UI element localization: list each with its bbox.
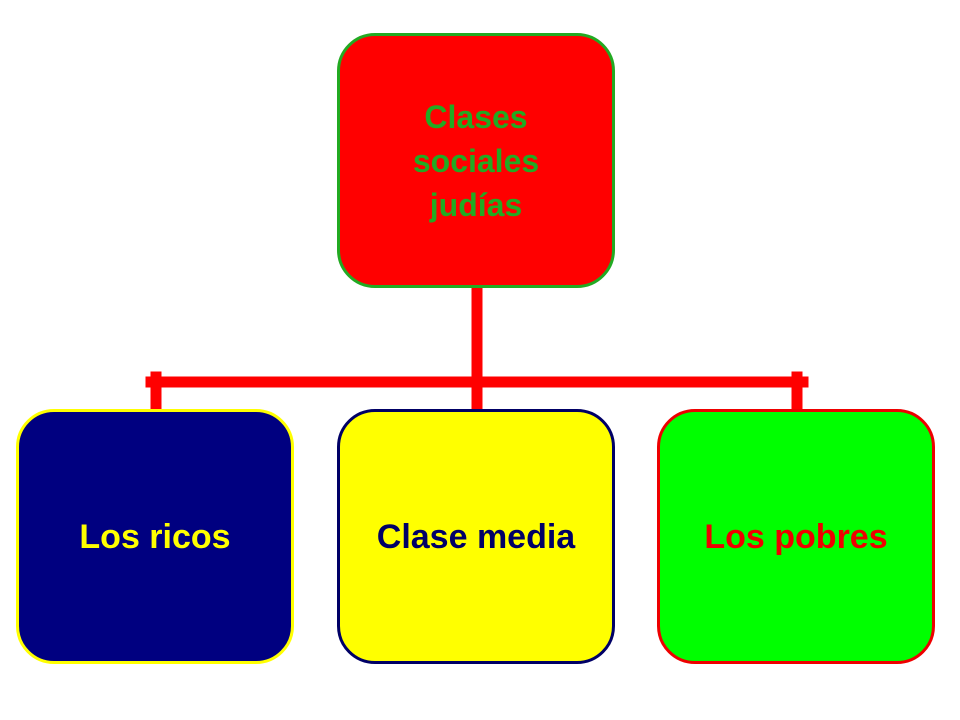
child-node-clase-media: Clase media	[337, 409, 615, 664]
child-node-los-pobres: Los pobres	[657, 409, 935, 664]
child-node-label: Los pobres	[704, 517, 888, 556]
child-node-label: Los ricos	[79, 517, 231, 556]
root-node: Clases sociales judías	[337, 33, 615, 288]
child-node-los-ricos: Los ricos	[16, 409, 294, 664]
root-node-label: Clases sociales judías	[412, 98, 540, 223]
child-node-label: Clase media	[376, 517, 576, 556]
